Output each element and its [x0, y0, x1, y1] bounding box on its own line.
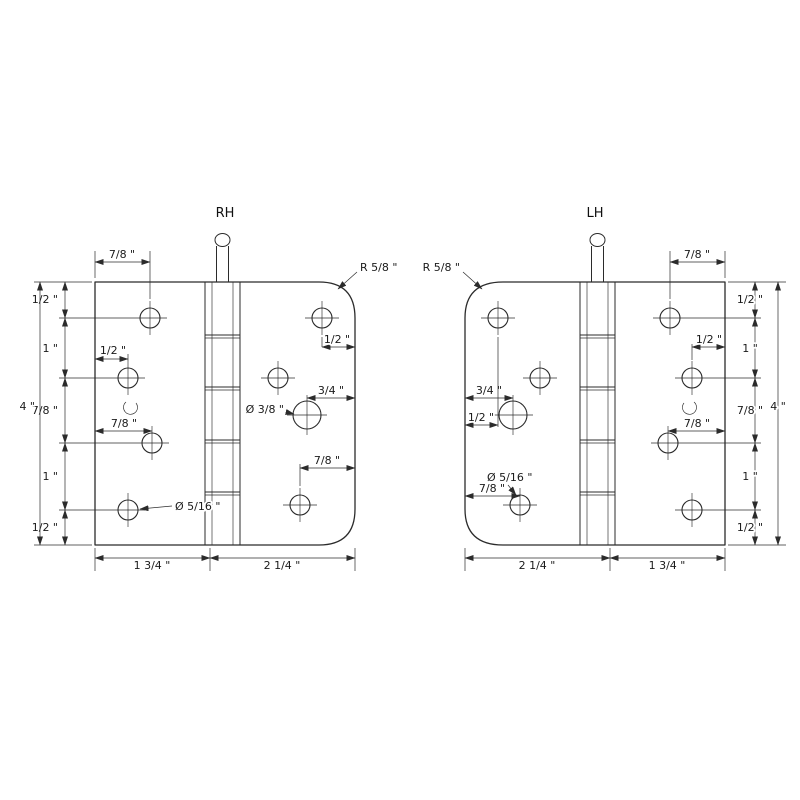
rh-right-offset-a-label: 1/2 ": [324, 333, 350, 346]
lh-radius-callout: R 5/8 ": [421, 259, 483, 290]
rh-right-offset-b-dim: 3/4 ": [306, 382, 356, 401]
lh-chain-label: 1/2 ": [737, 293, 763, 306]
lh-screw-hole: [481, 301, 515, 335]
lh-left-offset-a-label: 3/4 ": [476, 384, 502, 397]
rh-left-offset-b-dim: 7/8 ": [94, 415, 153, 434]
rh-radius-callout: R 5/8 ": [337, 259, 399, 290]
rh-chain-label: 1/2 ": [32, 293, 58, 306]
lh-screw-hole: [503, 488, 537, 522]
lh-left-offset-b-label: 1/2 ": [468, 411, 494, 424]
lh-chain-label: 7/8 ": [737, 404, 763, 417]
rh-top-offset-label: 7/8 ": [109, 248, 135, 261]
lh-overall-height-dim: 4 ": [768, 281, 788, 546]
rh-chain-label: 7/8 ": [32, 404, 58, 417]
lh-right-offset-a-dim: 1/2 ": [691, 331, 726, 360]
rh-hinge-pin: [214, 233, 231, 282]
rh-screw-hole: [283, 488, 317, 522]
lh-barrel: [579, 282, 616, 545]
lh-height-chain-dim: 1/2 " 1 " 7/8 " 1 " 1/2 ": [685, 281, 786, 546]
lh-right-offset-a-label: 1/2 ": [696, 333, 722, 346]
rh-small-hole-dia-callout: Ø 5/16 ": [139, 498, 222, 515]
lh-chain-label: 1/2 ": [737, 521, 763, 534]
rh-overall-label: 4 ": [19, 400, 35, 413]
rh-screw-hole: [133, 301, 167, 335]
rh-chain-label: 1 ": [42, 342, 58, 355]
rh-leaf-width-dims: 1 3/4 " 2 1/4 ": [94, 548, 356, 574]
rh-barrel: [204, 282, 241, 545]
rh-screw-hole: [261, 361, 295, 395]
rh-left-offset-b-label: 7/8 ": [111, 417, 137, 430]
lh-chain-label: 1 ": [742, 470, 758, 483]
lh-screw-hole: [675, 361, 709, 395]
rh-right-offset-c-label: 7/8 ": [314, 454, 340, 467]
rh-chain-label: 1/2 ": [32, 521, 58, 534]
rh-hook-mark: [123, 401, 138, 415]
lh-left-offset-a-dim: 3/4 ": [464, 382, 514, 401]
rh-top-offset-dim: 7/8 ": [94, 246, 151, 299]
rh-screw-hole: [111, 493, 145, 527]
rh-title: RH: [216, 206, 235, 221]
rh-left-offset-a-dim: 1/2 ": [94, 342, 129, 362]
lh-small-hole-dia-callout: Ø 5/16 ": [485, 469, 534, 496]
lh-small-hole-dia-label: Ø 5/16 ": [487, 471, 532, 484]
lh-top-offset-label: 7/8 ": [684, 248, 710, 261]
lh-screw-hole: [675, 493, 709, 527]
rh-right-offset-c-dim: 7/8 ": [299, 452, 356, 486]
lh-title: LH: [586, 206, 603, 221]
rh-small-hole-dia-label: Ø 5/16 ": [175, 500, 220, 513]
lh-big-hole: [493, 395, 533, 435]
rh-chain-label: 1 ": [42, 470, 58, 483]
rh-left-offset-a-label: 1/2 ": [100, 344, 126, 357]
lh-top-offset-dim: 7/8 ": [669, 246, 726, 299]
lh-width-label: 1 3/4 ": [649, 559, 686, 572]
lh-chain-label: 1 ": [742, 342, 758, 355]
lh-hinge-pin: [589, 233, 606, 282]
lh-leaf-outline: [464, 281, 726, 546]
lh-overall-label: 4 ": [770, 400, 786, 413]
lh-left-offset-c-dim: 7/8 ": [464, 480, 521, 499]
lh-screw-hole: [523, 361, 557, 395]
rh-big-hole: [287, 395, 327, 435]
lh-hinge-drawing: LH: [421, 206, 788, 574]
lh-left-offset-c-label: 7/8 ": [479, 482, 505, 495]
lh-width-label: 2 1/4 ": [519, 559, 556, 572]
rh-leaf-outline: [94, 281, 356, 546]
rh-screw-hole: [305, 301, 339, 335]
lh-right-offset-b-label: 7/8 ": [684, 417, 710, 430]
rh-overall-height-dim: 4 ": [18, 281, 43, 546]
rh-big-hole-dia-callout: Ø 3/8 ": [244, 401, 295, 418]
lh-leaf-width-dims: 2 1/4 " 1 3/4 ": [464, 548, 726, 574]
rh-right-offset-a-dim: 1/2 ": [321, 331, 356, 350]
rh-right-offset-b-label: 3/4 ": [318, 384, 344, 397]
rh-width-label: 2 1/4 ": [264, 559, 301, 572]
rh-screw-hole: [111, 361, 145, 395]
lh-right-offset-b-dim: 7/8 ": [667, 415, 726, 434]
rh-radius-label: R 5/8 ": [360, 261, 397, 274]
lh-left-offset-b-dim: 1/2 ": [464, 337, 499, 428]
lh-screw-hole: [653, 301, 687, 335]
lh-radius-label: R 5/8 ": [423, 261, 460, 274]
rh-hinge-drawing: RH: [18, 206, 399, 574]
lh-hook-mark: [682, 401, 697, 415]
rh-big-hole-dia-label: Ø 3/8 ": [246, 403, 284, 416]
rh-width-label: 1 3/4 ": [134, 559, 171, 572]
